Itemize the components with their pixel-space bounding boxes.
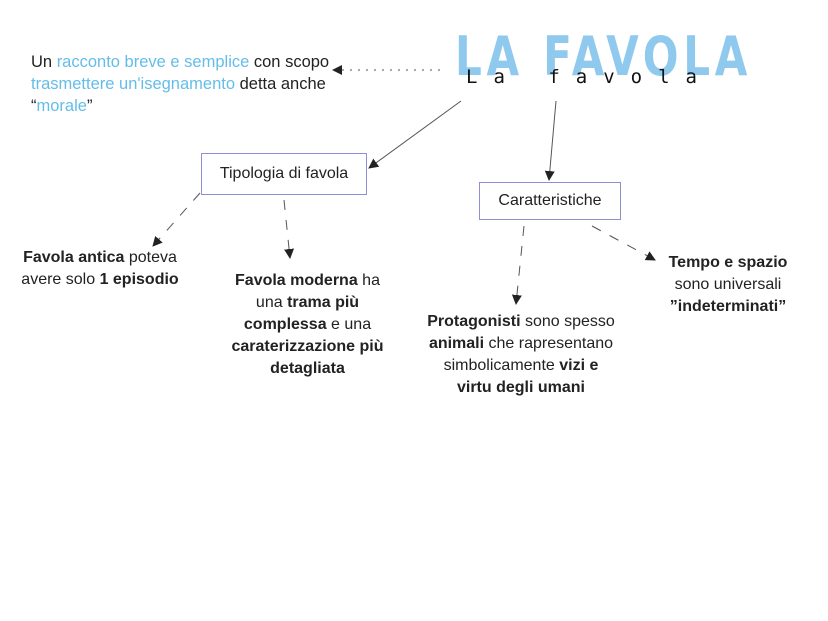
connector-tipologia-to-moderna (283, 199, 295, 259)
note-bold: vizi e virtu degli umani (456, 357, 599, 396)
note-bold: Protagonisti (427, 313, 521, 330)
definition-highlight: trasmettere un'isegnamento (31, 75, 236, 93)
note-protagonisti: Protagonisti sono spesso animali che rap… (425, 311, 617, 399)
definition-highlight: morale (36, 97, 87, 115)
note-bold: trama più complessa (243, 294, 360, 333)
definition-text: detta anche “ (31, 75, 326, 115)
note-bold: 1 episodio (99, 271, 179, 288)
definition-note: Un racconto breve e semplice con scopo t… (31, 51, 341, 117)
note-text: e una (326, 316, 372, 333)
definition-text: con scopo (249, 53, 330, 71)
node-caratteristiche[interactable]: Caratteristiche (479, 182, 621, 220)
title-logo: LA FAVOLA (455, 25, 753, 88)
definition-text: Un (31, 53, 57, 71)
note-text: ha una (255, 272, 380, 311)
connector-tipologia-to-antica (152, 192, 201, 247)
note-tempo-spazio: Tempo e spazio sono universali ”indeterm… (655, 252, 801, 318)
note-bold: animali (428, 335, 485, 352)
note-bold: Favola moderna (235, 272, 358, 289)
connector-title-to-caratteristiche (544, 100, 557, 181)
note-text: che rapresentano simbolicamente (443, 335, 614, 374)
note-bold: Tempo e spazio (668, 254, 788, 271)
note-bold: Favola antica (23, 249, 125, 266)
title-label: La favola (466, 66, 713, 88)
note-bold: caraterizzazione più detagliata (231, 338, 384, 377)
note-text: poteva avere solo (21, 249, 177, 288)
definition-highlight: racconto breve e semplice (56, 53, 250, 71)
connector-title-to-tipologia (368, 100, 462, 169)
note-bold: ”indeterminati” (669, 298, 787, 315)
note-favola-antica: Favola antica poteva avere solo 1 episod… (15, 247, 185, 291)
note-text: sono universali (674, 276, 782, 293)
connector-caratteristiche-to-tempo (591, 225, 656, 261)
node-caratteristiche-label: Caratteristiche (498, 192, 602, 209)
connector-caratteristiche-to-protagonisti (511, 225, 525, 305)
definition-text: ” (86, 97, 93, 115)
node-tipologia[interactable]: Tipologia di favola (201, 153, 367, 195)
note-favola-moderna: Favola moderna ha una trama più compless… (225, 270, 390, 380)
note-text: sono spesso (520, 313, 615, 330)
node-tipologia-label: Tipologia di favola (219, 165, 349, 182)
